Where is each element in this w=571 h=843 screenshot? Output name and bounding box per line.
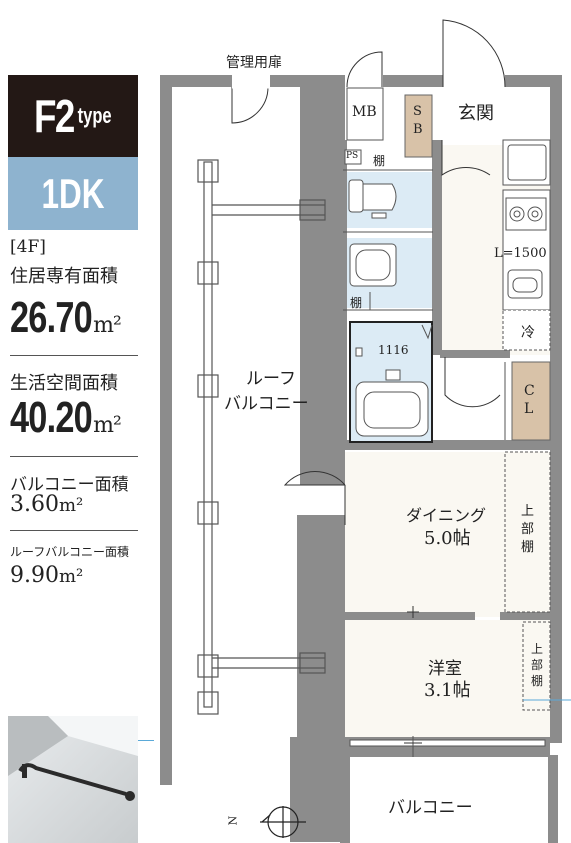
dining-floor <box>345 452 550 617</box>
roof-balcony-label-2: バルコニー <box>224 394 309 414</box>
private-area-value: 26.70m² <box>10 293 122 342</box>
ps-label: PS <box>346 151 359 161</box>
wash-basin <box>349 243 397 287</box>
kitchen-counter <box>502 139 551 351</box>
western-name-label: 洋室 <box>428 659 462 679</box>
layout-badge: 1DK <box>8 157 138 230</box>
shelf-label-wash: 棚 <box>350 296 363 310</box>
roof-balcony-door <box>283 471 346 525</box>
upper-shelf-western-label-2: 部 <box>531 658 544 672</box>
entrance-label: 玄関 <box>458 103 494 124</box>
management-door <box>231 85 270 124</box>
dining-name-label: ダイニング <box>406 506 487 525</box>
divider <box>10 456 138 457</box>
management-door-label: 管理用扉 <box>226 55 282 71</box>
living-area-label: 生活空間面積 <box>10 373 118 394</box>
unit-type-code: F2 <box>33 90 75 142</box>
entrance-door <box>442 19 506 88</box>
roof-balcony-floor <box>172 86 300 770</box>
bathtub <box>349 321 433 443</box>
walls <box>160 75 562 843</box>
mb-label: MB <box>352 104 377 120</box>
photo-pointer-line <box>138 740 154 741</box>
toilet-fixture <box>348 179 397 219</box>
shelf-label-toilet: 棚 <box>373 154 386 168</box>
north-label: N <box>226 815 240 826</box>
roof-rail <box>197 159 326 715</box>
ps-box <box>344 149 362 165</box>
balcony-label: バルコニー <box>388 798 473 818</box>
upper-shelf-dining-label-2: 部 <box>521 522 535 537</box>
roof-balcony-area-label: ルーフバルコニー面積 <box>10 545 130 559</box>
kitchen-door <box>444 357 501 408</box>
upper-shelf-western-label-3: 棚 <box>531 674 544 688</box>
roof-balcony-label-1: ルーフ <box>246 369 296 389</box>
sb-label-2: B <box>413 122 423 137</box>
upper-shelf-western <box>522 621 551 711</box>
divider <box>10 355 138 356</box>
western-size-label: 3.1帖 <box>424 680 471 701</box>
bath-size-label: 1116 <box>378 343 409 357</box>
mb-box <box>346 87 384 141</box>
north-arrow <box>260 806 306 838</box>
sb-label-1: S <box>413 104 422 119</box>
layout-text: 1DK <box>41 169 105 217</box>
closet <box>511 361 551 441</box>
balcony-window <box>349 736 546 760</box>
balcony-floor <box>350 757 548 843</box>
western-room-floor <box>345 620 550 738</box>
shoe-box <box>404 94 433 158</box>
mb-door <box>346 51 383 88</box>
unit-type-suffix: type <box>77 103 112 128</box>
private-area-label: 住居専有面積 <box>10 266 118 287</box>
unit-type-badge: F2 type <box>8 75 138 157</box>
kitchen-length-label: L=1500 <box>494 246 547 261</box>
upper-shelf-dining-label-1: 上 <box>521 504 535 519</box>
marker-crosses <box>404 606 422 744</box>
upper-shelf-western-label-1: 上 <box>531 642 544 656</box>
dining-size-label: 5.0帖 <box>424 528 471 549</box>
closet-label-1: C <box>524 383 535 399</box>
closet-label-2: L <box>524 401 534 417</box>
floor-label: [4F] <box>10 237 46 257</box>
interior-photo <box>8 716 138 843</box>
upper-shelf-dining-label-3: 棚 <box>521 540 535 555</box>
living-area-value: 40.20m² <box>10 393 122 442</box>
upper-shelf-dining <box>504 451 551 613</box>
roof-balcony-area-value: 9.90m² <box>10 563 84 588</box>
balcony-area-label: バルコニー面積 <box>10 475 129 495</box>
divider <box>10 530 138 531</box>
hall-door <box>441 140 491 176</box>
fridge-label: 冷 <box>521 325 535 341</box>
balcony-area-value: 3.60m² <box>10 492 84 517</box>
